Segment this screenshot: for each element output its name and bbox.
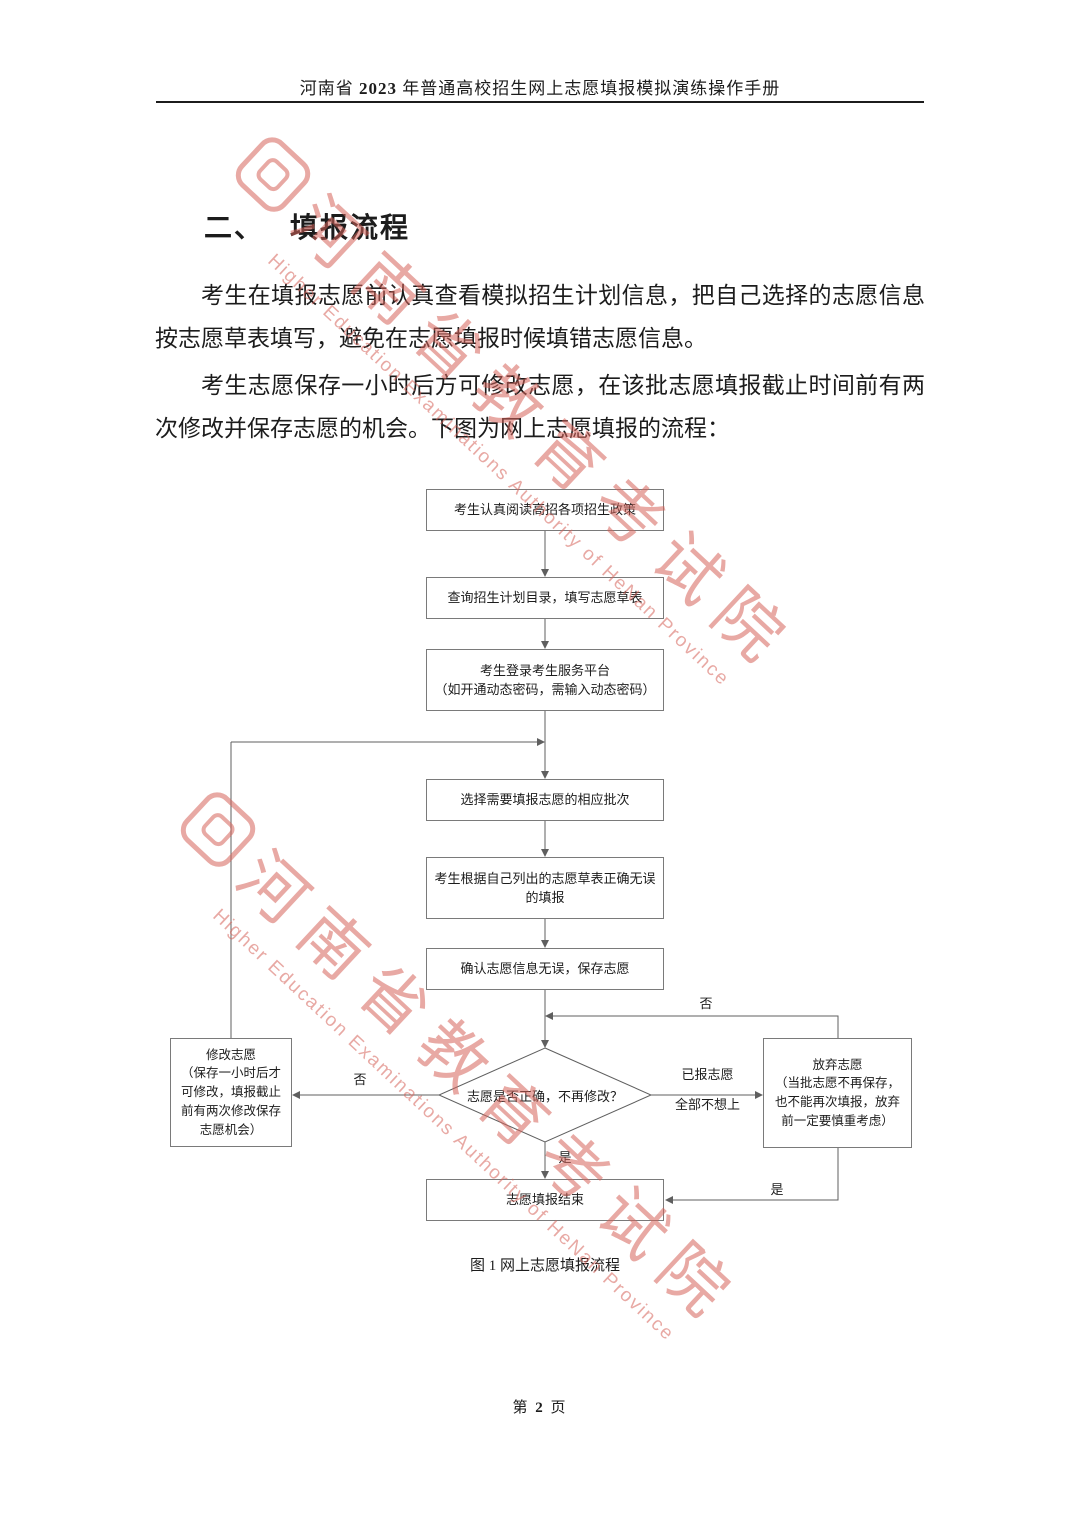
section-title: 二、填报流程 bbox=[204, 206, 410, 246]
flow-box-end-label: 志愿填报结束 bbox=[505, 1192, 584, 1208]
flow-box-modify: 修改志愿 （保存一小时后才 可修改，填报截止 前有两次修改保存 志愿机会） bbox=[170, 1038, 292, 1147]
label-yes-right: 是 bbox=[762, 1180, 792, 1200]
flow-box-read-policies: 考生认真阅读高招各项招生政策 bbox=[426, 489, 664, 531]
flow-box-select-batch-label: 选择需要填报志愿的相应批次 bbox=[460, 792, 630, 808]
label-yes-right-text: 是 bbox=[770, 1182, 784, 1197]
section-number: 二、 bbox=[204, 213, 265, 244]
flow-box-abandon: 放弃志愿 （当批志愿不再保存， 也不能再次填报，放弃 前一定要慎重考虑） bbox=[763, 1038, 912, 1148]
flow-box-query-plan: 查询招生计划目录，填写志愿草表 bbox=[426, 577, 664, 619]
flow-box-read-policies-label: 考生认真阅读高招各项招生政策 bbox=[453, 502, 636, 518]
paragraph-2: 考生志愿保存一小时后方可修改志愿，在该批志愿填报截止时间前有两次修改并保存志愿的… bbox=[155, 373, 925, 441]
decision-diamond bbox=[437, 1047, 653, 1143]
paragraph-1: 考生在填报志愿前认真查看模拟招生计划信息，把自己选择的志愿信息按志愿草表填写，避… bbox=[155, 283, 925, 351]
flow-box-confirm-save: 确认志愿信息无误，保存志愿 bbox=[426, 948, 664, 990]
label-no-left-text: 否 bbox=[353, 1072, 367, 1087]
flow-box-abandon-label: 放弃志愿 （当批志愿不再保存， 也不能再次填报，放弃 前一定要慎重考虑） bbox=[774, 1057, 900, 1128]
decision-label-text: 志愿是否正确，不再修改？ bbox=[466, 1088, 623, 1104]
flow-box-query-plan-label: 查询招生计划目录，填写志愿草表 bbox=[447, 590, 643, 606]
flow-box-login-platform-label: 考生登录考生服务平台 （如开通动态密码，需输入动态密码） bbox=[434, 662, 656, 698]
header-year: 2023 bbox=[359, 79, 397, 98]
header-pre: 河南省 bbox=[299, 79, 359, 98]
header-post: 年普通高校招生网上志愿填报模拟演练操作手册 bbox=[397, 79, 781, 98]
header-divider bbox=[156, 101, 924, 103]
flow-box-login-platform: 考生登录考生服务平台 （如开通动态密码，需输入动态密码） bbox=[426, 649, 664, 711]
label-yes-down-text: 是 bbox=[558, 1150, 572, 1165]
page-footer: 第 2 页 bbox=[0, 1396, 1080, 1417]
flow-box-confirm-save-label: 确认志愿信息无误，保存志愿 bbox=[460, 961, 630, 977]
figure-caption: 图 1 网上志愿填报流程 bbox=[469, 1258, 620, 1274]
footer-suffix: 页 bbox=[550, 1400, 568, 1416]
label-no-top-text: 否 bbox=[699, 996, 713, 1011]
footer-prefix: 第 bbox=[512, 1400, 530, 1416]
page-number: 2 bbox=[535, 1400, 545, 1416]
label-yes-down: 是 bbox=[550, 1148, 580, 1168]
section-title-text: 填报流程 bbox=[290, 213, 411, 244]
label-right-branch: 已报志愿 全部不想上 bbox=[660, 1060, 755, 1120]
flow-box-fill-draft: 考生根据自己列出的志愿草表正确无误 的填报 bbox=[426, 857, 664, 919]
flow-box-fill-draft-label: 考生根据自己列出的志愿草表正确无误 的填报 bbox=[434, 870, 656, 906]
flow-box-select-batch: 选择需要填报志愿的相应批次 bbox=[426, 779, 664, 821]
decision-label: 志愿是否正确，不再修改？ bbox=[441, 1048, 649, 1142]
flow-box-end: 志愿填报结束 bbox=[426, 1179, 664, 1221]
label-no-top: 否 bbox=[686, 994, 726, 1014]
label-right-branch-text: 已报志愿 全部不想上 bbox=[674, 1067, 740, 1112]
page-header: 河南省 2023 年普通高校招生网上志愿填报模拟演练操作手册 bbox=[0, 74, 1080, 99]
flow-box-modify-label: 修改志愿 （保存一小时后才 可修改，填报截止 前有两次修改保存 志愿机会） bbox=[180, 1047, 281, 1137]
label-no-left: 否 bbox=[340, 1070, 380, 1090]
